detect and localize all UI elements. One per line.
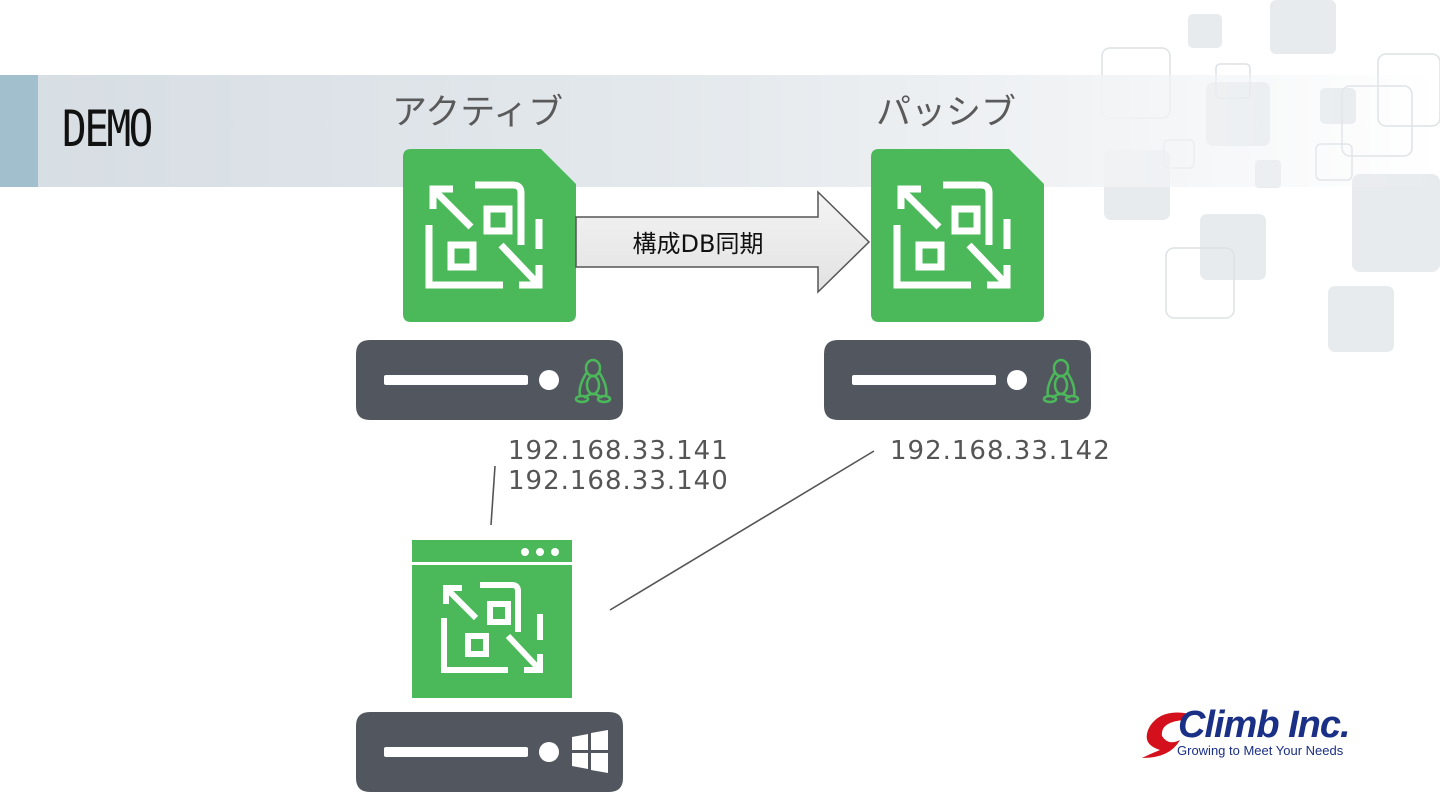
linux-tux-icon [1042,358,1080,404]
linux-tux-icon [574,358,612,404]
active-ip-list: 192.168.33.141 192.168.33.140 [508,436,729,496]
passive-role-label: パッシブ [876,93,1017,133]
client-app-window [412,540,572,698]
title-band [0,75,1440,187]
logo-wordmark: Climb Inc. [1178,704,1351,746]
active-server [356,340,623,420]
client-to-passive-line [609,450,875,611]
window-dot-icon [536,548,544,556]
company-logo: Climb Inc. Growing to Meet Your Needs [1140,704,1380,766]
windows-icon [572,730,608,773]
slide-title: DEMO [62,100,153,158]
active-app-icon [403,149,576,322]
title-accent-bar [0,75,38,187]
window-dot-icon [551,548,559,556]
client-server [356,712,623,792]
active-ip-1: 192.168.33.141 [508,436,729,466]
sync-arrow [575,190,871,294]
logo-swoosh-icon [1142,712,1190,758]
passive-app-icon [871,149,1044,322]
client-to-active-line [490,465,496,526]
passive-server [824,340,1091,420]
logo-slogan: Growing to Meet Your Needs [1177,743,1344,758]
active-ip-2: 192.168.33.140 [508,466,729,496]
sync-arrow-label: 構成DB同期 [632,230,764,258]
active-role-label: アクティブ [392,93,564,133]
window-dot-icon [521,548,529,556]
passive-ip: 192.168.33.142 [890,436,1111,466]
app-logo-icon [441,582,543,673]
